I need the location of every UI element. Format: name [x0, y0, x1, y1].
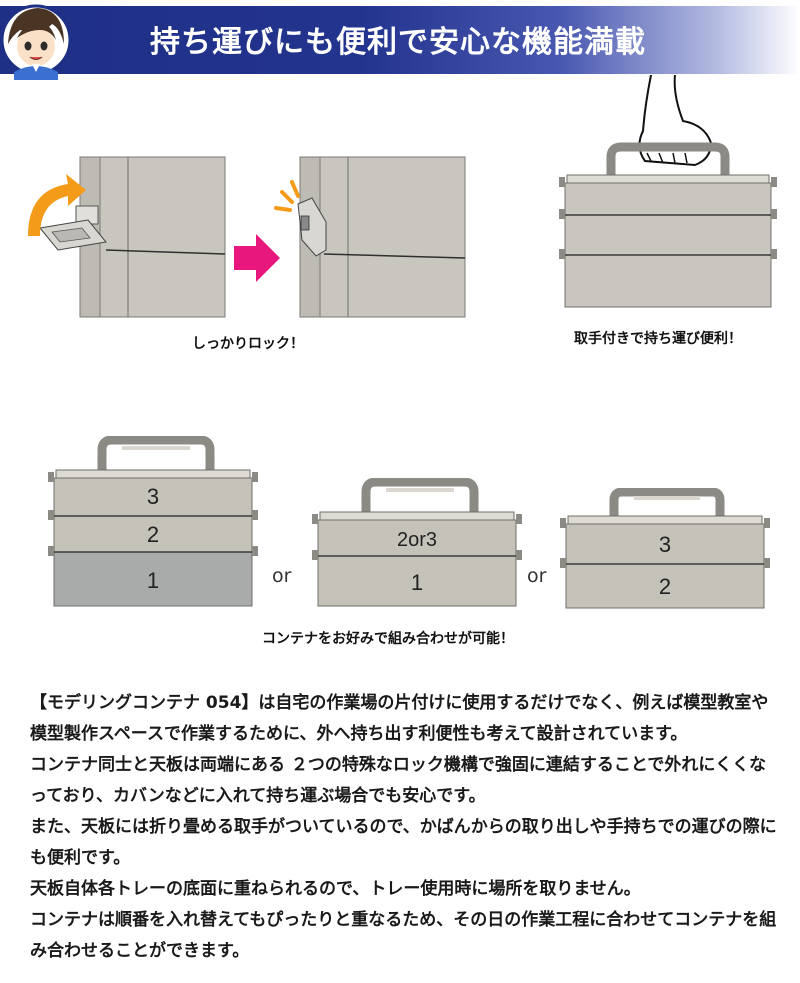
- lock-caption: しっかりロック！: [192, 336, 304, 352]
- stack-three-label-middle: 2: [147, 522, 159, 547]
- stack-two-b-label-bottom: 2: [659, 574, 671, 599]
- stack-two-a-label-bottom: 1: [411, 570, 423, 595]
- stack-two-b-label-top: 3: [659, 532, 671, 557]
- magenta-right-arrow-icon: [234, 234, 280, 282]
- lock-illustration: [28, 156, 466, 318]
- stack-three-label-top: 3: [147, 484, 159, 509]
- lock-after-panel: [297, 156, 466, 318]
- banner-band: [0, 6, 800, 74]
- description-paragraph: 天板自体各トレーの底面に重ねられるので、トレー使用時に場所を取りません。: [30, 879, 641, 899]
- stack-three-label-bottom: 1: [147, 568, 159, 593]
- orange-rotate-arrow-icon: [28, 174, 86, 236]
- lock-before-panel: [39, 156, 226, 318]
- description-paragraph: 【モデリングコンテナ 054】は自宅の作業場の片付けに使用するだけでなく、例えば…: [30, 693, 769, 744]
- stack-three-layers: 3 2 1: [48, 436, 258, 607]
- banner-title: 持ち運びにも便利で安心な機能満載: [150, 25, 646, 60]
- description-paragraph: コンテナ同士と天板は両端にある ２つの特殊なロック機構で強固に連結することで外れ…: [30, 755, 767, 806]
- description-paragraph: コンテナは順番を入れ替えてもぴったりと重なるため、その日の作業工程に合わせてコン…: [30, 910, 777, 961]
- mascot-avatar-icon: [0, 4, 72, 80]
- header-banner: 持ち運びにも便利で安心な機能満載: [0, 0, 800, 80]
- description-paragraph: また、天板には折り畳める取手がついているので、かばんからの取り出しや手持ちでの運…: [30, 817, 777, 868]
- stack-two-a-label-top: 2or3: [397, 529, 437, 551]
- or-label-1: or: [272, 565, 292, 587]
- click-spark-icon: [274, 180, 300, 212]
- carry-caption: 取手付きで持ち運び便利！: [574, 331, 742, 347]
- stack-two-layers-b: 3 2: [560, 488, 770, 609]
- stack-two-layers-a: 2or3 1: [312, 478, 522, 607]
- or-label-2: or: [527, 565, 547, 587]
- carry-illustration: [559, 75, 777, 308]
- description-text: 【モデリングコンテナ 054】は自宅の作業場の片付けに使用するだけでなく、例えば…: [30, 688, 782, 967]
- combination-caption: コンテナをお好みで組み合わせが可能！: [262, 631, 514, 647]
